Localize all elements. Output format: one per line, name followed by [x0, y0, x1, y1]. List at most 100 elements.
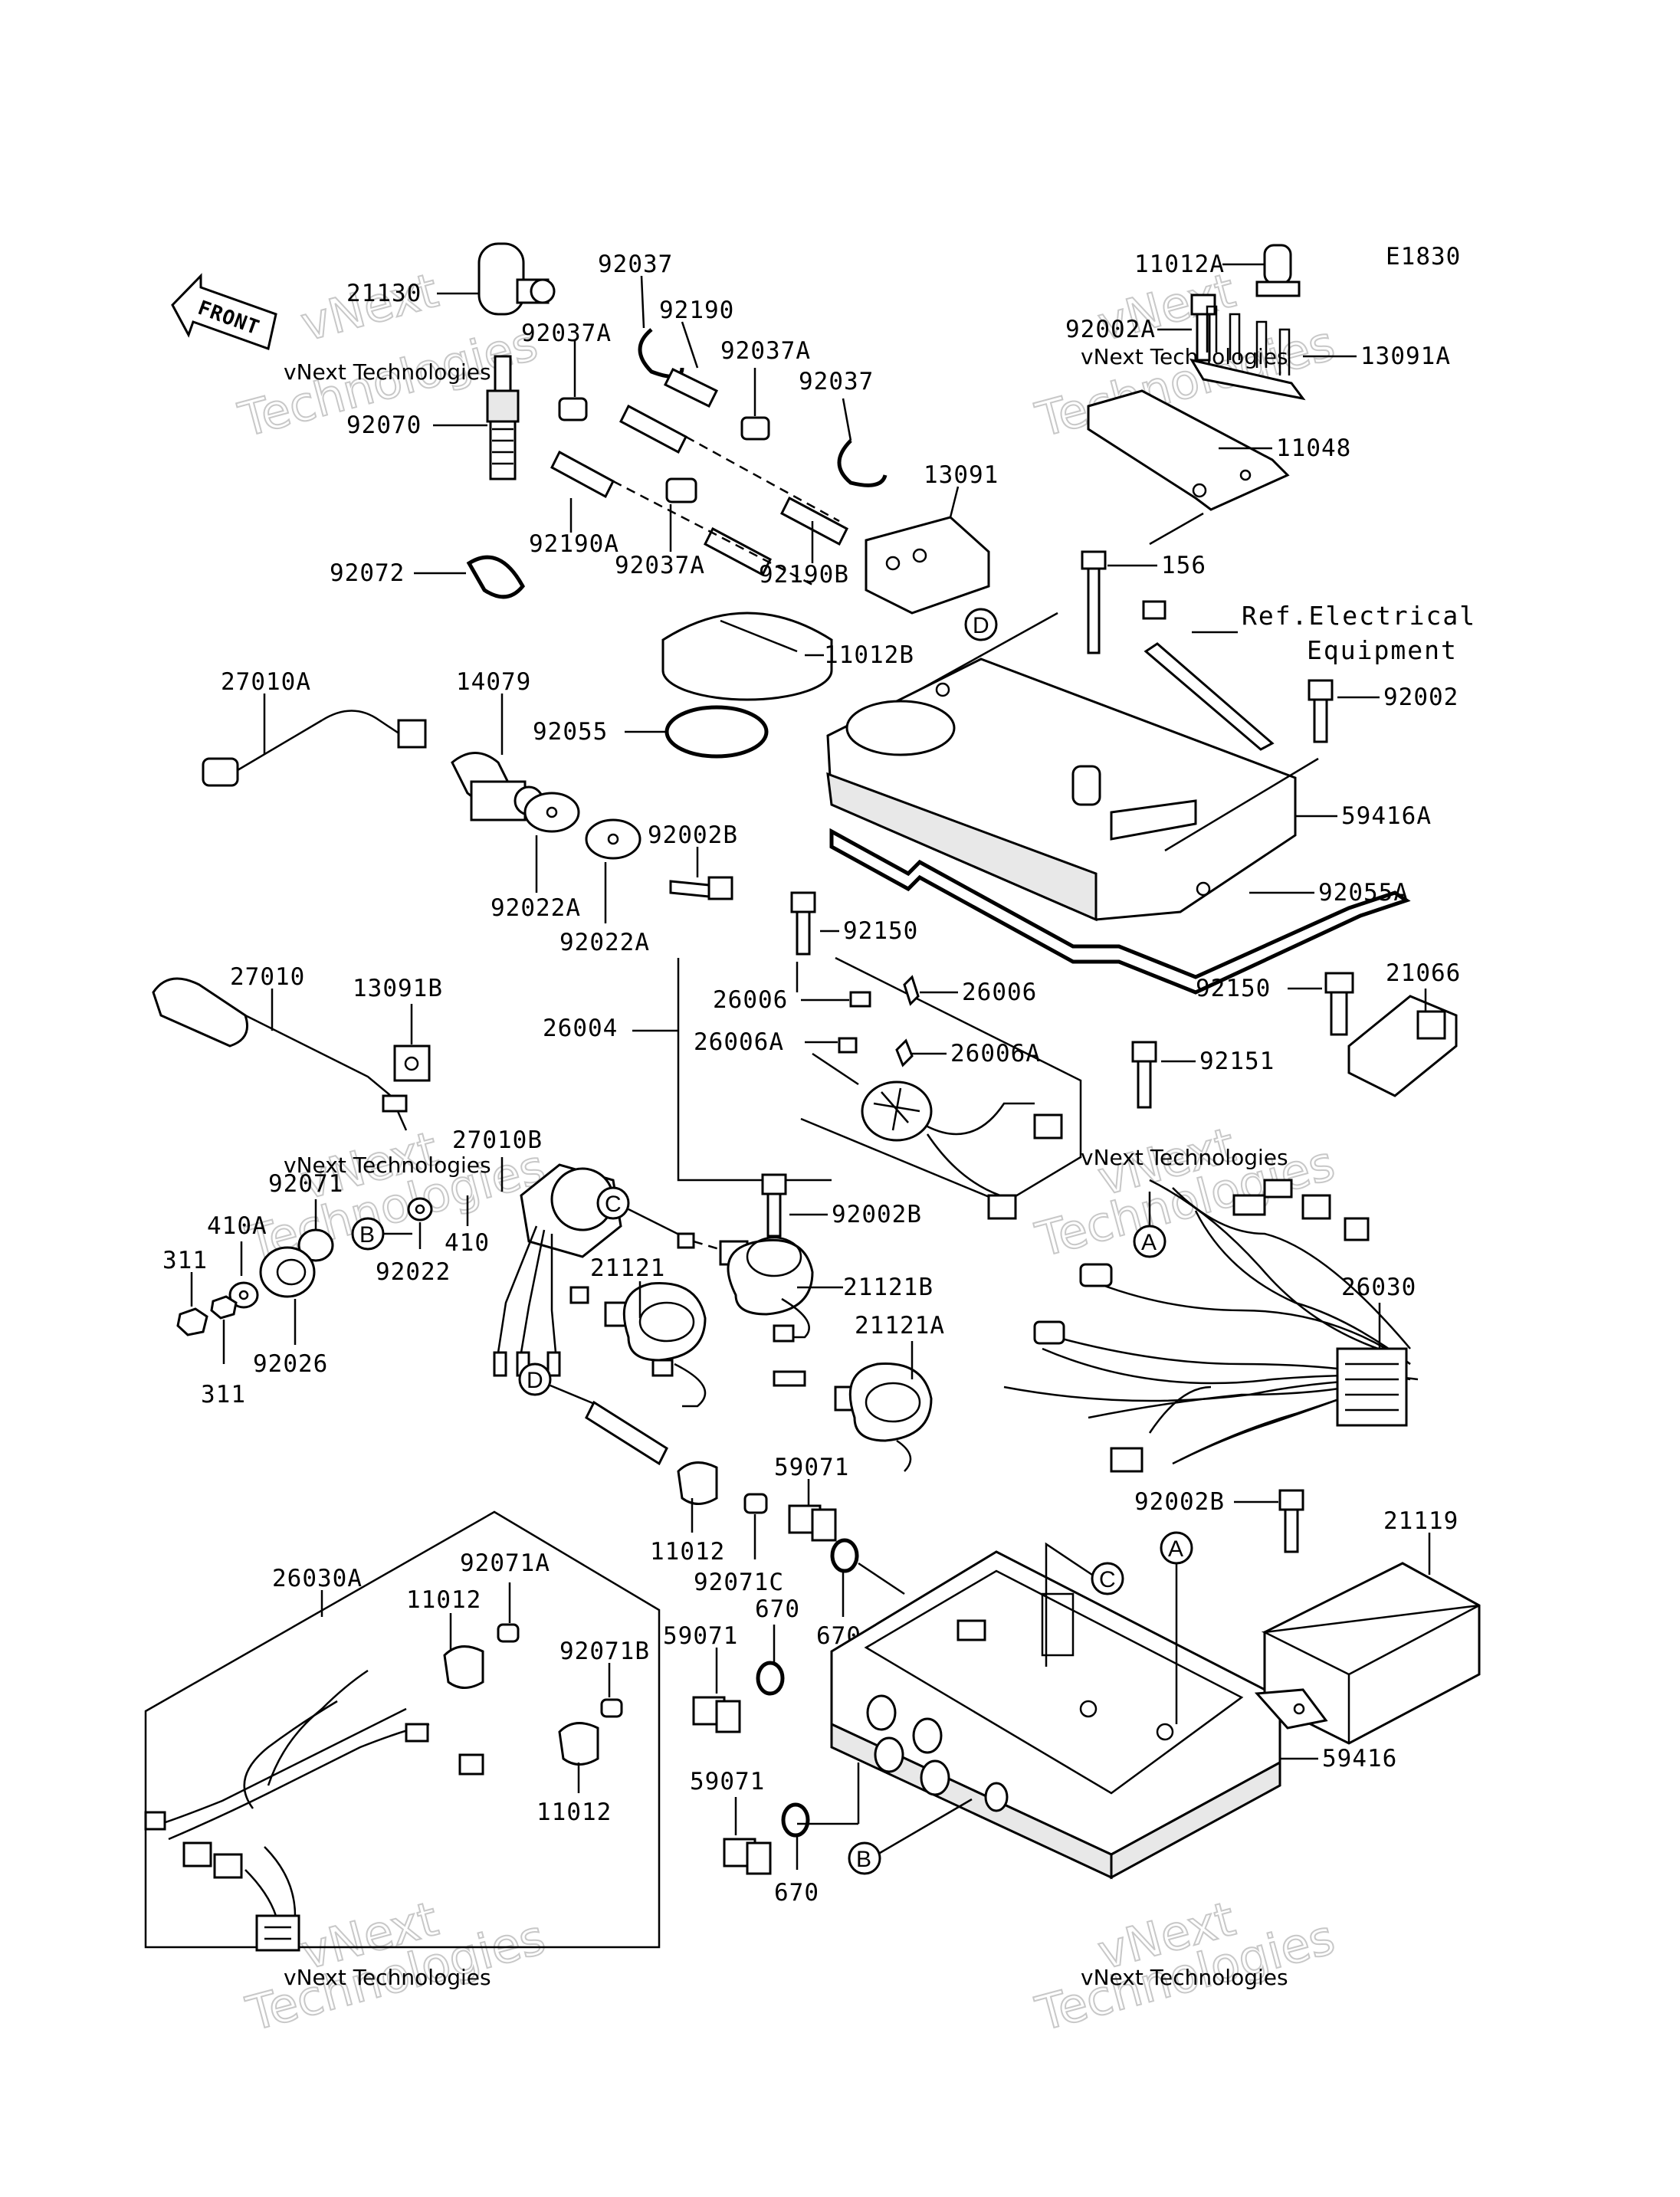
bolt-92002B-upper: [669, 876, 733, 900]
coil-21121A: [773, 1362, 933, 1472]
junction-13091: [865, 516, 990, 615]
bolt-92002: [1308, 679, 1334, 743]
label-13091B: 13091B: [353, 975, 443, 1002]
nipple-59071-mid: [692, 1696, 741, 1733]
bolt-92002B-mid: [761, 1173, 787, 1238]
washer-92022: [407, 1197, 433, 1221]
callout-D-top: [964, 608, 998, 641]
hose-92190B: [619, 404, 848, 577]
hose-92190A: [550, 450, 615, 499]
callout-C-left: [596, 1186, 630, 1220]
diagram-code: E1830: [1386, 243, 1461, 271]
label-26006-right: 26006: [962, 979, 1037, 1006]
label-13091: 13091: [924, 461, 999, 489]
cdi-21119: [1254, 1562, 1481, 1745]
label-59071-mid: 59071: [663, 1622, 738, 1650]
svg-text:vNext Technologies: vNext Technologies: [1081, 1965, 1288, 1990]
plug-cap-21130: [477, 242, 556, 316]
label-21121A: 21121A: [855, 1312, 945, 1340]
band-92072: [466, 555, 525, 599]
gasket-92055A: [829, 828, 1411, 995]
label-27010: 27010: [230, 963, 305, 991]
svg-text:C: C: [605, 1192, 622, 1217]
label-311-lower: 311: [201, 1381, 246, 1408]
block-13091B: [393, 1044, 431, 1082]
cap-11012A: [1255, 244, 1301, 297]
callout-B-lower: [848, 1841, 881, 1875]
label-670-mid: 670: [755, 1595, 800, 1623]
o-ring-670-upper: [830, 1538, 859, 1573]
clamp-92037A-right: [740, 416, 770, 441]
harness-26030A-frame: [144, 1510, 661, 1949]
label-92022: 92022: [376, 1258, 451, 1286]
label-11012A: 11012A: [1134, 251, 1225, 278]
label-11012-box-lower: 11012: [536, 1799, 612, 1826]
label-21121: 21121: [590, 1254, 665, 1282]
label-26006A-left: 26006A: [694, 1028, 784, 1056]
nipple-59071-upper: [788, 1504, 837, 1542]
clamp-92037-right: [837, 439, 888, 487]
label-92071B: 92071B: [559, 1638, 650, 1665]
label-92002B-mid: 92002B: [832, 1201, 922, 1228]
label-11012-box-upper: 11012: [406, 1586, 481, 1614]
nut-311-lower: [210, 1295, 238, 1320]
o-ring-670-mid: [756, 1661, 785, 1696]
label-14079: 14079: [456, 668, 531, 696]
label-59071-lower: 59071: [690, 1768, 765, 1795]
svg-text:D: D: [527, 1368, 543, 1393]
spark-plug-92070: [486, 355, 520, 480]
svg-text:vNext Technologies: vNext Technologies: [1081, 1145, 1288, 1170]
fuse-26006-left: [849, 991, 871, 1008]
label-59416A: 59416A: [1341, 802, 1432, 830]
label-21066: 21066: [1386, 959, 1461, 987]
label-27010B: 27010B: [452, 1126, 543, 1154]
grommet-92026: [259, 1246, 316, 1298]
label-92022A-left: 92022A: [491, 894, 581, 922]
label-311-upper: 311: [162, 1247, 208, 1274]
washer-92022A-left: [523, 792, 580, 833]
label-11012-single: 11012: [650, 1538, 725, 1566]
fuse-26006-right: [903, 975, 920, 1006]
svg-text:vNext Technologies: vNext Technologies: [1081, 344, 1288, 369]
label-92002B-lower: 92002B: [1134, 1488, 1225, 1516]
label-21119: 21119: [1383, 1507, 1459, 1535]
washer-92022A-right: [585, 818, 641, 860]
label-21130: 21130: [346, 280, 422, 307]
label-92037-right: 92037: [799, 368, 874, 395]
label-92002B-upper: 92002B: [648, 821, 738, 849]
bracket-11048: [1087, 389, 1290, 511]
coil-21121B: [719, 1236, 814, 1343]
label-156: 156: [1161, 552, 1206, 579]
cap-11012-box-lower: [558, 1722, 599, 1766]
ref-note-line1: Ref.Electrical: [1242, 601, 1476, 631]
label-92002: 92002: [1383, 684, 1459, 711]
label-26006A-right: 26006A: [950, 1040, 1041, 1067]
watermark-bottom-right: vNext Technologies vNext Technologies: [1029, 1890, 1341, 2043]
label-92055A: 92055A: [1318, 879, 1409, 907]
label-92002A: 92002A: [1065, 316, 1156, 343]
bolt-92151: [1131, 1041, 1157, 1109]
label-410A: 410A: [207, 1212, 267, 1240]
label-92150-right: 92150: [1196, 975, 1271, 1002]
label-11048: 11048: [1276, 434, 1351, 462]
label-92071: 92071: [268, 1170, 343, 1198]
label-59416: 59416: [1322, 1745, 1397, 1772]
bolt-156: [1081, 550, 1107, 654]
label-26006-left: 26006: [713, 986, 788, 1014]
watermark-bottom-left: vNext Technologies vNext Technologies: [240, 1890, 552, 2043]
nipple-59071-lower: [723, 1838, 772, 1875]
svg-text:vNext Technologies: vNext Technologies: [284, 1965, 491, 1990]
fuse-26006A-right: [895, 1038, 914, 1067]
cap-11012B: [661, 612, 833, 701]
svg-text:D: D: [973, 613, 989, 638]
label-13091A: 13091A: [1360, 343, 1451, 370]
label-92070: 92070: [346, 412, 422, 439]
o-ring-92055: [664, 705, 769, 759]
label-92071A: 92071A: [460, 1549, 550, 1577]
bolt-92150-center: [790, 891, 816, 956]
label-26030A: 26030A: [272, 1565, 363, 1592]
coil-21121: [569, 1282, 707, 1408]
svg-text:vNext Technologies: vNext Technologies: [284, 359, 491, 385]
label-59071-upper: 59071: [774, 1454, 849, 1481]
